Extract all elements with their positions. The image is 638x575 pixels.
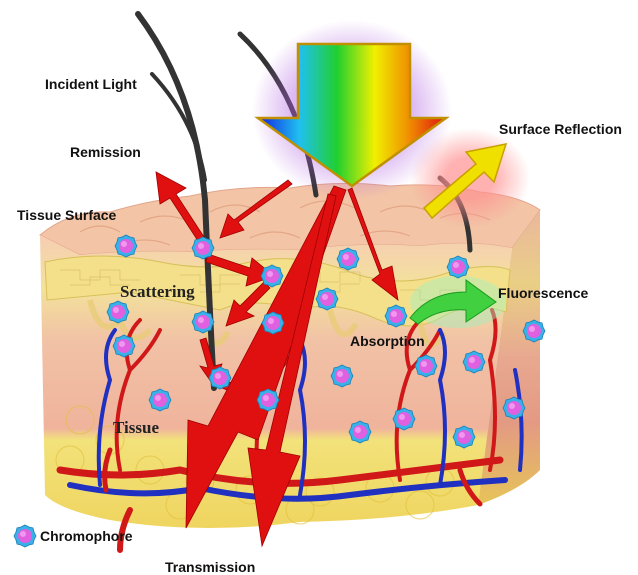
chromophore-icon xyxy=(262,312,284,334)
remission-label: Remission xyxy=(70,144,141,160)
chromophore-icon xyxy=(447,256,469,278)
fluorescence-label: Fluorescence xyxy=(498,285,588,301)
incident-light-label: Incident Light xyxy=(45,76,137,92)
chromophore-icon xyxy=(113,335,135,357)
chromophore-icon xyxy=(107,301,129,323)
chromophore-icon xyxy=(192,311,214,333)
chromophore-icon xyxy=(385,305,407,327)
scattering-label: Scattering xyxy=(120,282,195,301)
chromophore-icon xyxy=(261,265,283,287)
chromophore-icon xyxy=(192,237,214,259)
chromophore-icon xyxy=(115,235,137,257)
legend: Chromophore xyxy=(14,525,133,547)
chromophore-icon xyxy=(393,408,415,430)
chromophore-icon xyxy=(316,288,338,310)
fluorescence-arrow xyxy=(410,276,506,328)
surface-reflection-label: Surface Reflection xyxy=(499,121,622,137)
absorption-label: Absorption xyxy=(350,333,425,349)
transmission-label: Transmission xyxy=(165,559,255,575)
legend-chromophore-label: Chromophore xyxy=(40,528,133,544)
chromophore-icon xyxy=(453,426,475,448)
chromophore-icon xyxy=(209,367,231,389)
chromophore-icon xyxy=(349,421,371,443)
chromophore-icon xyxy=(415,355,437,377)
chromophore-icon xyxy=(503,397,525,419)
chromophore-icon xyxy=(523,320,545,342)
chromophore-icon xyxy=(14,525,36,547)
tissue-surface-label: Tissue Surface xyxy=(17,207,117,223)
chromophore-icon xyxy=(149,389,171,411)
chromophore-icon xyxy=(463,351,485,373)
surface-reflection-arrow xyxy=(410,128,530,228)
chromophore-icon xyxy=(337,248,359,270)
tissue-label: Tissue xyxy=(113,418,159,437)
chromophore-icon xyxy=(331,365,353,387)
chromophore-icon xyxy=(257,389,279,411)
